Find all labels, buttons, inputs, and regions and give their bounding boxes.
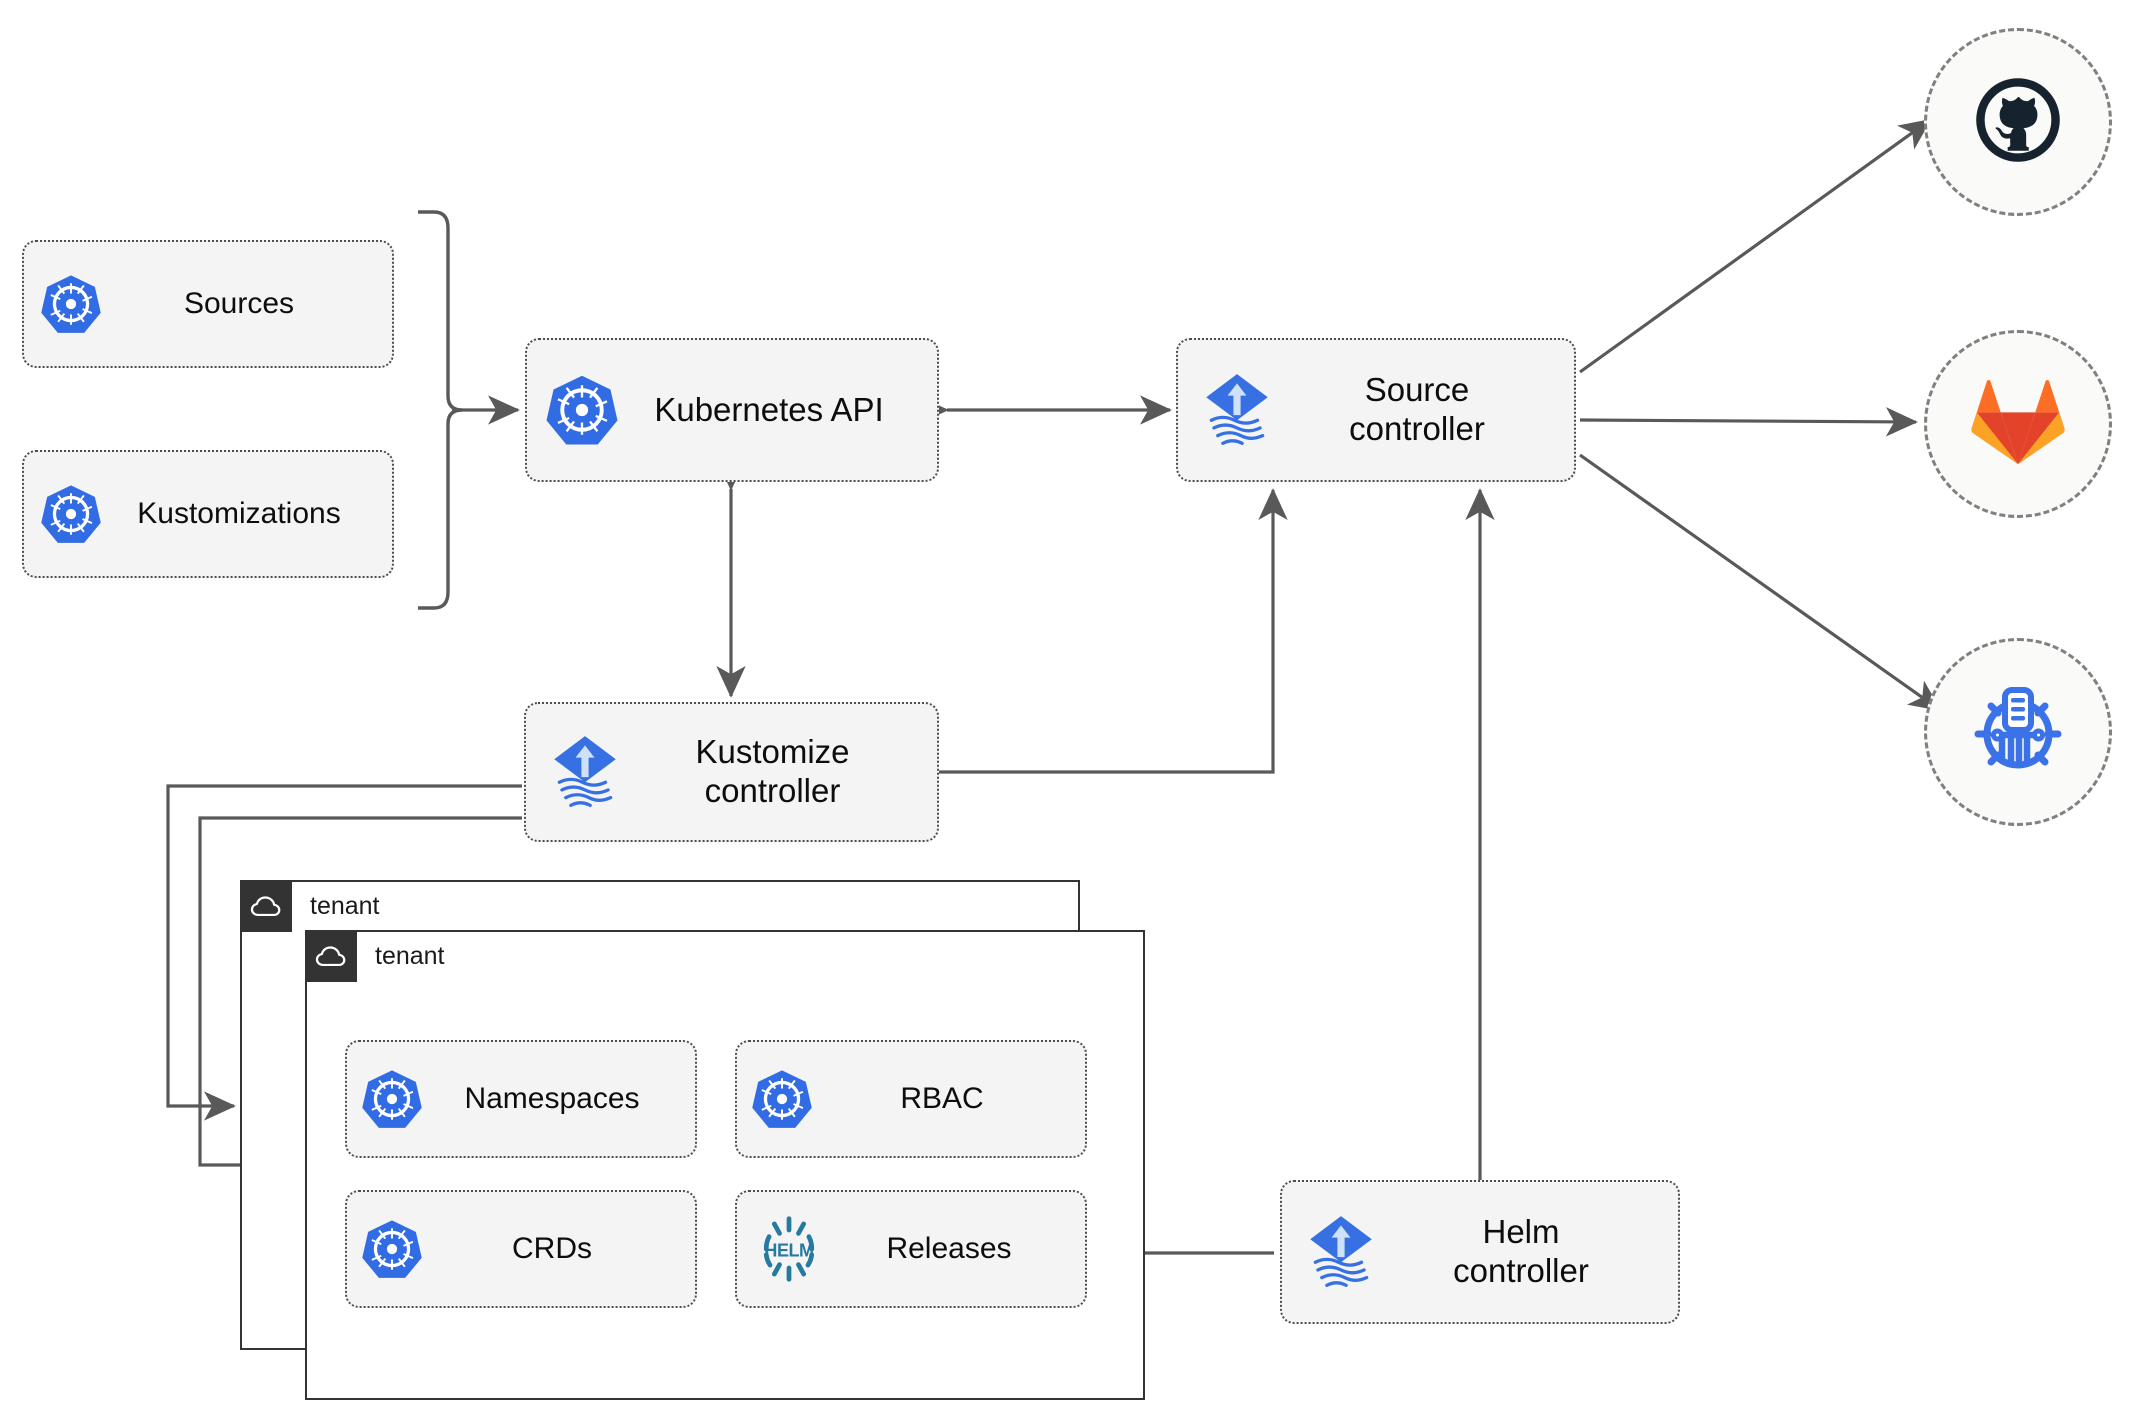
kubernetes-icon [751, 1068, 813, 1130]
edge-srcctrl-gitlab [1579, 407, 1918, 437]
registry-github[interactable] [1924, 28, 2112, 216]
node-kustomize-controller[interactable]: Kustomize controller [524, 702, 939, 842]
svg-text:HELM: HELM [764, 1241, 813, 1261]
node-sources[interactable]: Sources [22, 240, 394, 368]
node-helm-controller[interactable]: Helm controller [1280, 1180, 1680, 1324]
flux-icon [1196, 369, 1278, 451]
node-label: Sources [183, 287, 295, 321]
tile-crds[interactable]: CRDs [345, 1190, 697, 1308]
kubernetes-icon [40, 483, 102, 545]
tile-namespaces[interactable]: Namespaces [345, 1040, 697, 1158]
kubernetes-icon [361, 1218, 423, 1280]
helm-icon: HELM [751, 1213, 827, 1285]
node-kustomizations[interactable]: Kustomizations [22, 450, 394, 578]
node-label: Kustomize controller [695, 733, 850, 809]
registry-gitlab[interactable] [1924, 330, 2112, 518]
node-kubernetes-api[interactable]: Kubernetes API [525, 338, 939, 482]
edge-bracket [418, 210, 463, 610]
tile-label: CRDs [512, 1232, 592, 1265]
node-label: Kubernetes API [654, 390, 884, 428]
edge-srcctrl-helmregistry [1579, 453, 1942, 712]
edge-srcctrl-github [1579, 118, 1932, 374]
gitlab-icon [1970, 376, 2066, 473]
tenant-name: tenant [310, 891, 380, 920]
kubernetes-icon [361, 1068, 423, 1130]
tenant-container-front[interactable]: tenant [305, 930, 1145, 1400]
tile-label: Namespaces [464, 1082, 640, 1115]
tile-releases[interactable]: HELM Releases [735, 1190, 1087, 1308]
flux-icon [1300, 1211, 1382, 1293]
registry-helm-charts[interactable] [1924, 638, 2112, 826]
edge-kustomizectrl-srcctrl [939, 488, 1288, 774]
helm-chart-registry-icon [1966, 678, 2070, 787]
tile-rbac[interactable]: RBAC [735, 1040, 1087, 1158]
cloud-icon [240, 880, 292, 932]
tile-label: RBAC [900, 1082, 984, 1115]
tenant-header: tenant [240, 880, 380, 932]
cloud-icon [305, 930, 357, 982]
flux-icon [544, 731, 626, 813]
node-label: Helm controller [1453, 1213, 1589, 1289]
tile-label: Releases [886, 1232, 1012, 1265]
github-icon [1972, 74, 2064, 171]
node-label: Source controller [1349, 371, 1485, 447]
tenant-name: tenant [375, 941, 445, 970]
kubernetes-icon [545, 373, 619, 447]
node-label: Kustomizations [137, 497, 341, 531]
tenant-header: tenant [305, 930, 445, 982]
kubernetes-icon [40, 273, 102, 335]
node-source-controller[interactable]: Source controller [1176, 338, 1576, 482]
